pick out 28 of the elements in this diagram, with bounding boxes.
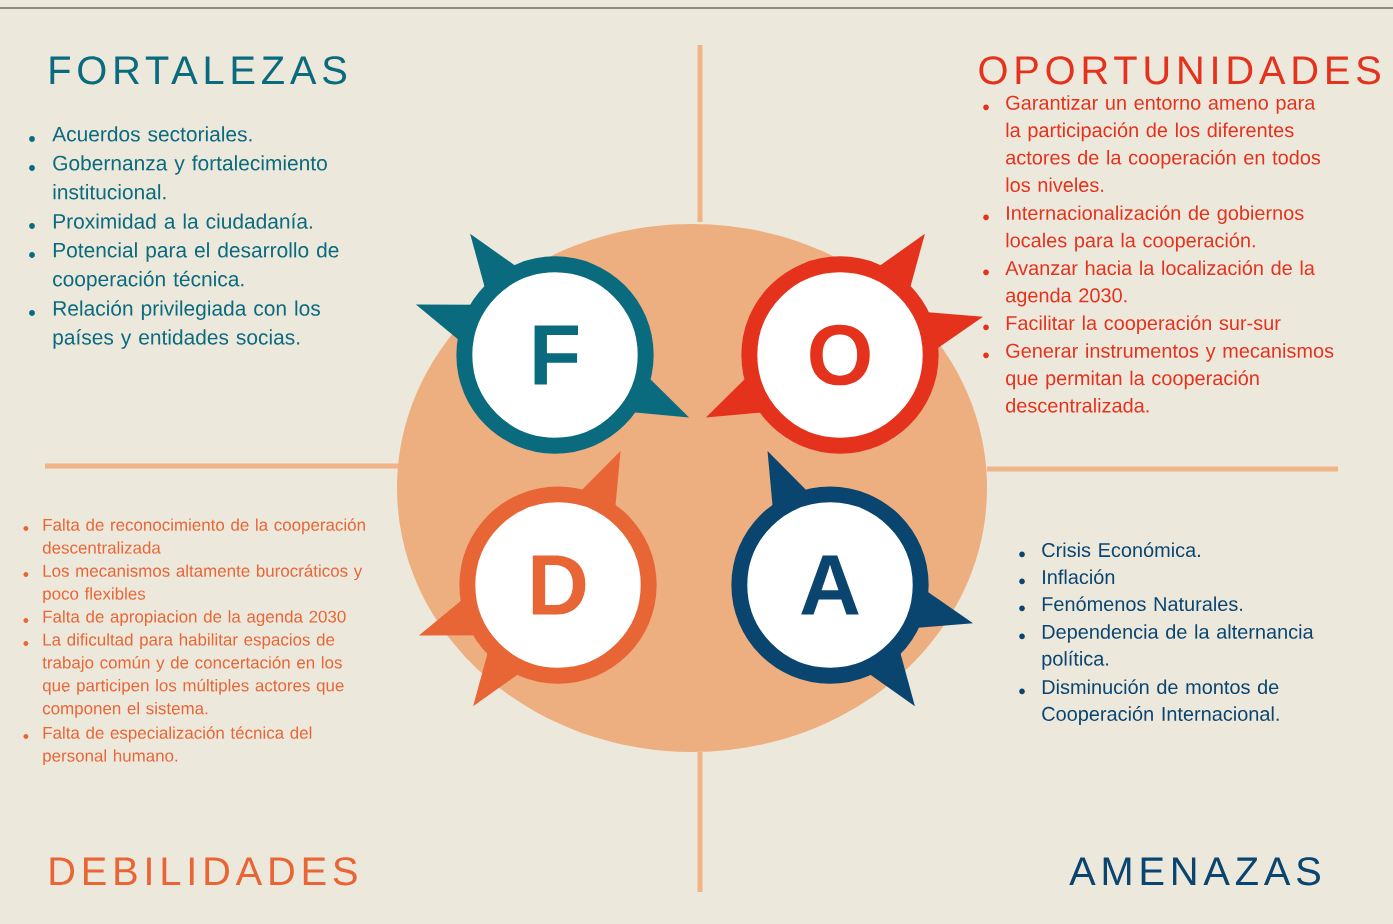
bullet-item: Generar instrumentos y mecanismos que permitan la cooperación descentralizada. [983, 343, 1334, 413]
quadrant-heading: AMENAZAS [1069, 857, 1320, 886]
bullet-item: Los mecanismos altamente burocráticos y poco flexibles [23, 564, 363, 604]
bullet-item: Avanzar hacia la localización de la agenda 2030. [983, 260, 1315, 307]
bullet-item: Relación privilegiada con los países y entidades socias. [29, 300, 320, 349]
letter-badge: D [418, 450, 657, 707]
letter-badge: O [705, 233, 983, 454]
bullet-item: Disminución de montos de Cooperación Internacional. [1019, 679, 1279, 725]
bullet-item: Potencial para el desarrollo de cooperación técnica. [29, 242, 339, 291]
bullet-item: Garantizar un entorno ameno para la participación de los diferentes actores de la cooperación en todos los niveles. [983, 95, 1321, 192]
quadrant-heading: FORTALEZAS [50, 56, 346, 85]
bullet-item: Proximidad a la ciudadanía. [29, 213, 312, 229]
bullet-item: Internacionalización de gobiernos locales para la cooperación. [983, 205, 1304, 252]
bullet-item: La dificultad para habilitar espacios de trabajo común y de concertación en los que participen los múltiples actores que componen el sistema. [23, 633, 344, 718]
bullet-item: Crisis Económica. [1019, 542, 1200, 558]
letter-badge: A [731, 450, 973, 707]
bullet-item: Acuerdos sectoriales. [29, 126, 252, 142]
bullet-item: Facilitar la cooperación sur-sur [983, 315, 1281, 334]
quadrant-heading: OPORTUNIDADES [979, 56, 1380, 85]
bullet-item: Falta de reconocimiento de la cooperación descentralizada [23, 518, 365, 554]
bullet-item: Inflación [1019, 569, 1115, 585]
bullet-item: Dependencia de la alternancia política. [1019, 624, 1314, 670]
bullet-item: Falta de apropiacion de la agenda 2030 [23, 610, 346, 626]
bullet-item: Falta de especialización técnica del personal humano. [23, 726, 312, 766]
letter-badge: F [415, 233, 690, 454]
bullet-item: Gobernanza y fortalecimiento institucional. [29, 155, 327, 200]
bullet-item: Fenómenos Naturales. [1019, 596, 1243, 612]
quadrant-heading: DEBILIDADES [50, 857, 357, 886]
